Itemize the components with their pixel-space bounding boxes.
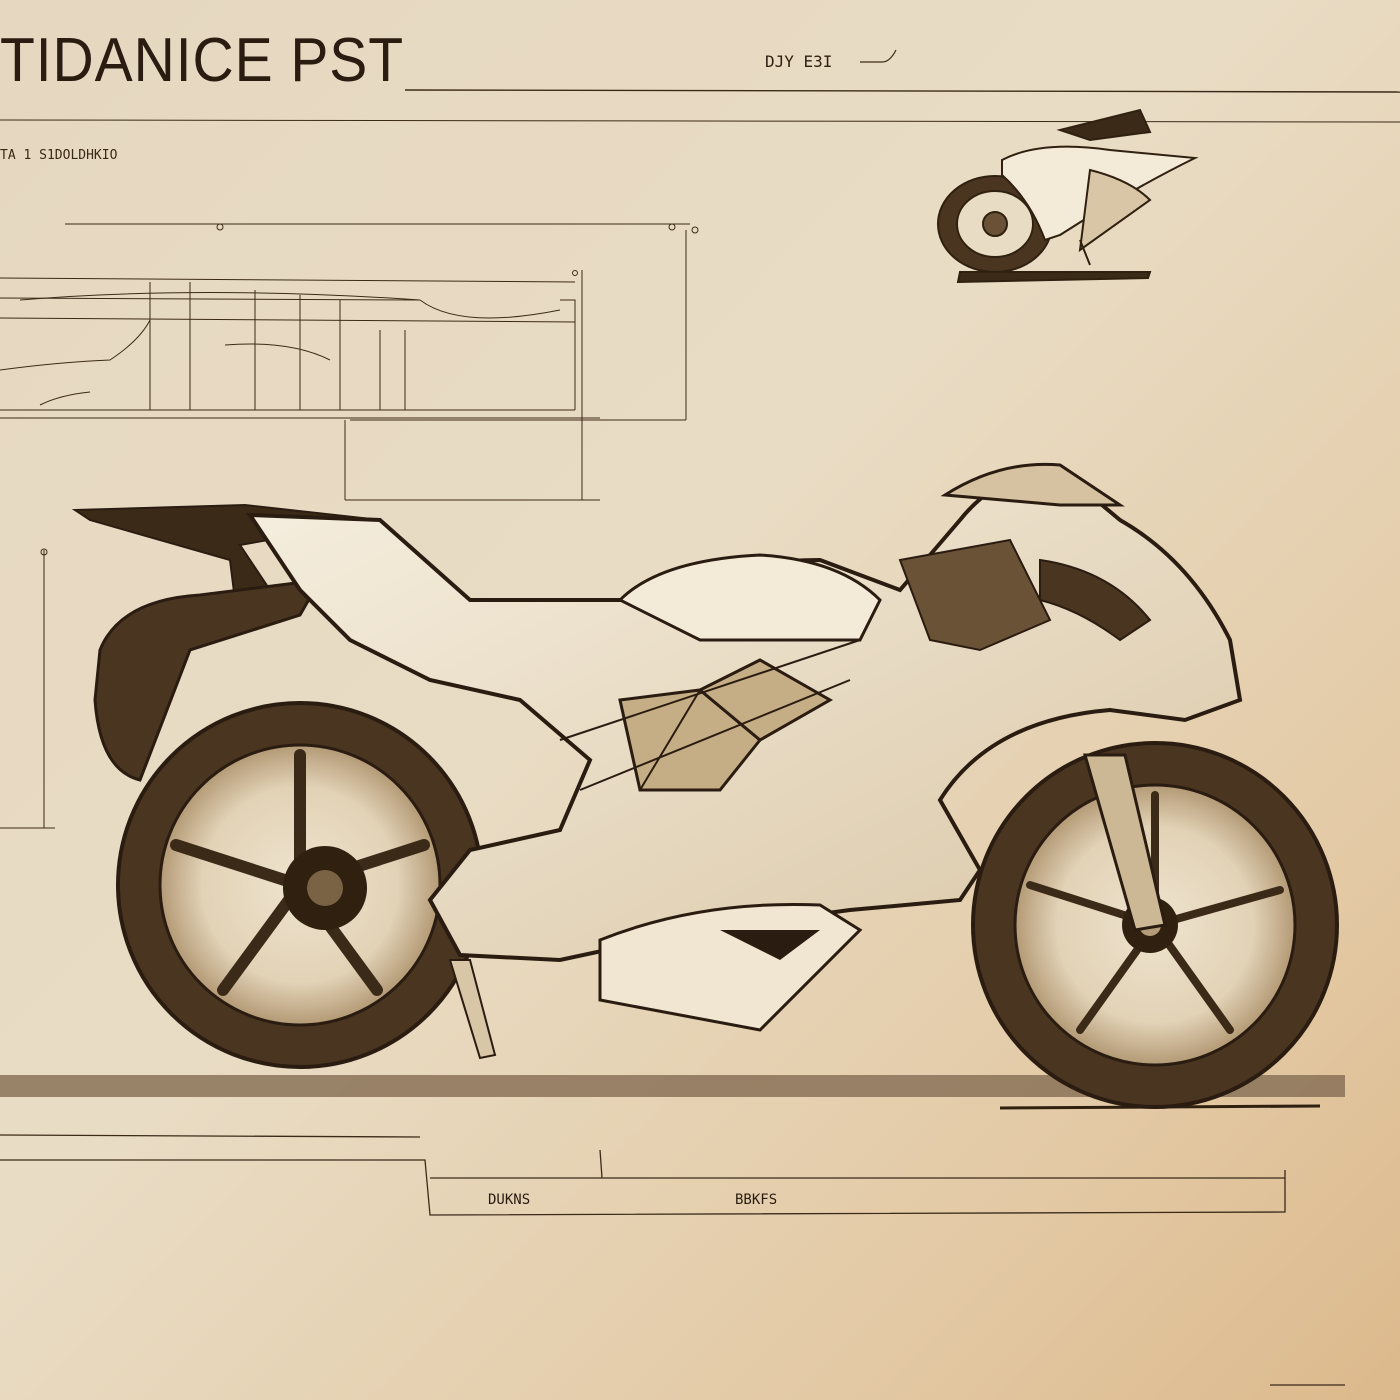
engine-block [898, 538, 1052, 652]
header-rules [0, 49, 1400, 123]
exhaust [93, 578, 323, 782]
trellis-frame [559, 639, 861, 792]
sheet-tag: DJY E3I [765, 52, 833, 71]
sheet-subtitle: TA 1 S1DOLDHKIO [0, 148, 118, 163]
dimension-lines [0, 223, 699, 829]
side-vent [1039, 558, 1152, 642]
sheet-title: TIDANICE PST [0, 26, 405, 95]
callout-note-2: BBKFS [735, 1192, 778, 1208]
fairing-profile-drawing [0, 277, 600, 419]
main-motorcycle-drawing [0, 462, 1345, 1110]
fuel-tank [617, 553, 882, 642]
thumbnail-motorcycle-sketch [937, 108, 1199, 284]
callout-note-1: DUKNS [488, 1192, 531, 1208]
rear-wheel [116, 701, 484, 1069]
windscreen [940, 462, 1125, 507]
kickstand [448, 959, 497, 1060]
front-fork [1083, 753, 1167, 932]
belly-vent [720, 930, 820, 960]
callout-frame [0, 1134, 1345, 1386]
ground-strip [0, 1075, 1345, 1097]
